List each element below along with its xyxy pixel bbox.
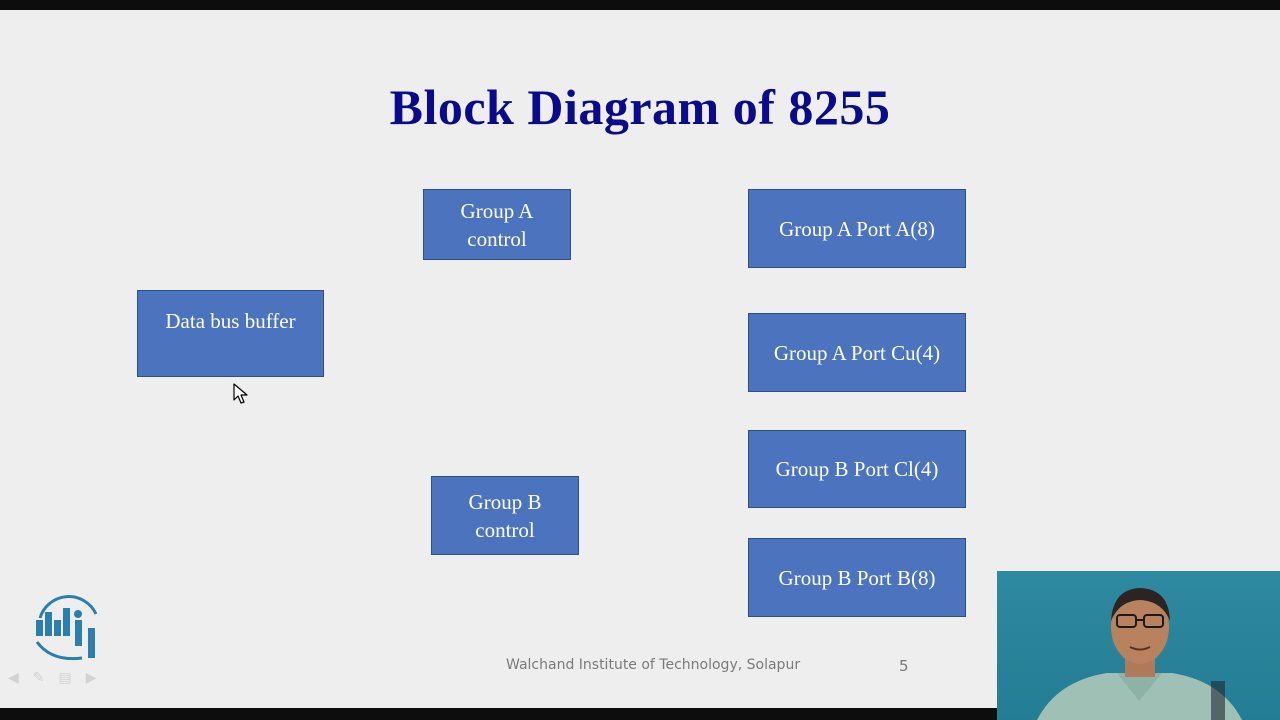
group-b-port-b-block: Group B Port B(8) bbox=[748, 538, 966, 617]
slide-nav-controls: ◀ ✎ ▤ ▶ bbox=[8, 670, 97, 686]
group-b-control-line2: control bbox=[475, 517, 535, 542]
institute-logo-icon bbox=[35, 595, 98, 661]
next-slide-icon[interactable]: ▶ bbox=[85, 670, 97, 686]
previous-slide-icon[interactable]: ◀ bbox=[8, 670, 19, 686]
group-a-control-line1: Group A bbox=[460, 198, 534, 223]
data-bus-buffer-block: Data bus buffer bbox=[137, 290, 324, 377]
slide-title: Block Diagram of 8255 bbox=[389, 79, 891, 135]
group-b-port-cl-block: Group B Port Cl(4) bbox=[748, 430, 966, 508]
group-b-control-block: Group B control bbox=[431, 476, 579, 555]
page-number: 5 bbox=[899, 657, 909, 675]
group-b-control-line1: Group B bbox=[468, 489, 542, 514]
menu-icon[interactable]: ▤ bbox=[58, 670, 72, 686]
presenter-video bbox=[997, 571, 1280, 720]
mouse-pointer-icon bbox=[233, 383, 248, 404]
presenter-figure bbox=[1037, 588, 1242, 720]
group-a-port-cu-block: Group A Port Cu(4) bbox=[748, 313, 966, 392]
group-a-control-line2: control bbox=[467, 226, 527, 251]
group-a-control-block: Group A control bbox=[423, 189, 571, 260]
footer-institute: Walchand Institute of Technology, Solapu… bbox=[506, 657, 801, 673]
group-a-port-a-block: Group A Port A(8) bbox=[748, 189, 966, 268]
pen-icon[interactable]: ✎ bbox=[32, 670, 45, 686]
